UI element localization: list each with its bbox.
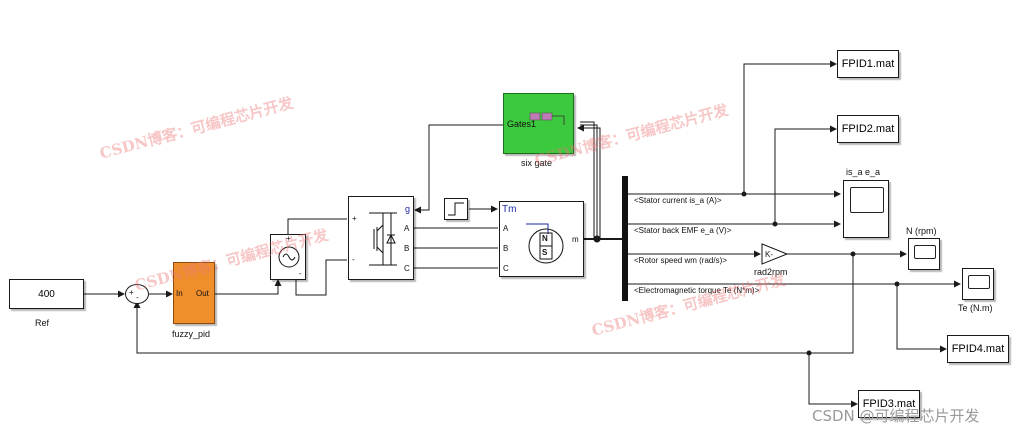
six-gate-inner-label: Gates1 [507, 119, 537, 129]
scope-n-label: N (rpm) [906, 226, 937, 236]
vsource-icon [278, 246, 300, 268]
fpid1-file-block[interactable]: FPID1.mat [837, 50, 899, 78]
fuzzy-pid-block[interactable]: In Out [173, 262, 215, 324]
sum-block[interactable]: + - [125, 284, 149, 304]
gain-rad2rpm-block[interactable]: K- [761, 243, 789, 265]
igbt-bridge-icon [369, 212, 397, 266]
wire-fpid3 [808, 353, 858, 408]
wire-fpid2 [774, 125, 837, 224]
inverter-a: A [404, 224, 410, 233]
signal-back-emf: <Stator back EMF e_a (V)> [634, 226, 732, 235]
inverter-b: B [404, 244, 410, 253]
wire-bus-sixgate-3 [577, 124, 601, 239]
wire-vsource-inverter-plus [287, 218, 347, 236]
scope-n-block[interactable] [908, 238, 940, 270]
motor-c: C [503, 264, 509, 273]
wire-fpid4 [896, 284, 947, 353]
gates-icon [529, 112, 565, 125]
wire-vsource-inverter-minus [295, 259, 347, 296]
vsource-minus: - [299, 269, 302, 278]
six-gate-block[interactable]: Gates1 [503, 93, 574, 154]
wire-sixgate-inverter [414, 124, 503, 214]
junction-bus [593, 235, 601, 243]
signal-torque: <Electromagnetic torque Te (N*m)> [634, 286, 760, 295]
ref-value: 400 [38, 288, 55, 300]
step-icon [448, 202, 464, 216]
ref-constant-block[interactable]: 400 [9, 279, 84, 309]
fpid4-file-block[interactable]: FPID4.mat [947, 335, 1009, 363]
demux-bar[interactable] [622, 176, 628, 301]
fuzzy-pid-label: fuzzy_pid [172, 329, 211, 339]
fpid2-file-block[interactable]: FPID2.mat [837, 115, 899, 143]
inverter-c: C [404, 264, 410, 273]
junction-te [894, 281, 900, 287]
junction-isa [741, 191, 747, 197]
junction-ea [772, 221, 778, 227]
inverter-g: g [405, 204, 411, 214]
scope-te-screen [968, 275, 990, 289]
voltage-source-block[interactable]: + - [270, 234, 306, 280]
motor-s: S [542, 248, 548, 257]
scope-te-block[interactable] [962, 268, 994, 300]
scope-te-label: Te (N.m) [958, 303, 993, 313]
motor-n: N [542, 234, 548, 243]
fuzzy-in-port: In [176, 289, 183, 298]
gain-symbol: K- [765, 250, 773, 259]
motor-b: B [503, 244, 509, 253]
wire-bus-sixgate-1 [580, 121, 595, 239]
signal-stator-current: <Stator current is_a (A)> [634, 196, 722, 205]
motor-m: m [572, 235, 579, 244]
footer-watermark: CSDN @可编程芯片开发 [812, 407, 980, 425]
junction-speed [850, 251, 856, 257]
inverter-block[interactable]: + - g A B C [348, 196, 414, 280]
pmsm-motor-block[interactable]: Tm A B C m N S [499, 201, 584, 277]
wire-fpid1 [743, 60, 837, 194]
step-block[interactable] [444, 198, 468, 220]
sum-minus: - [136, 293, 139, 302]
wire-bus-sixgate-2 [580, 124, 598, 239]
inverter-plus: + [352, 214, 357, 223]
six-gate-label: six gate [521, 158, 553, 168]
wire-fuzzy-vsource [215, 279, 282, 295]
motor-tm: Tm [502, 204, 517, 215]
wire-feedback [133, 254, 854, 354]
gain-label: rad2rpm [754, 267, 788, 277]
ref-label: Ref [35, 318, 50, 328]
scope-isa-label: is_a e_a [846, 167, 881, 177]
motor-a: A [503, 224, 509, 233]
fpid3-file-block[interactable]: FPID3.mat [858, 390, 920, 418]
sum-plus: + [129, 288, 134, 297]
scope-isa-block[interactable] [843, 180, 889, 238]
vsource-plus: + [286, 234, 291, 243]
motor-icon [526, 223, 564, 264]
scope-n-screen [914, 245, 936, 259]
scope-isa-screen [850, 187, 884, 213]
inverter-minus: - [352, 255, 355, 264]
signal-rotor-speed: <Rotor speed wm (rad/s)> [634, 256, 727, 265]
junction-fpid3 [806, 350, 812, 356]
fuzzy-out-port: Out [196, 289, 209, 298]
